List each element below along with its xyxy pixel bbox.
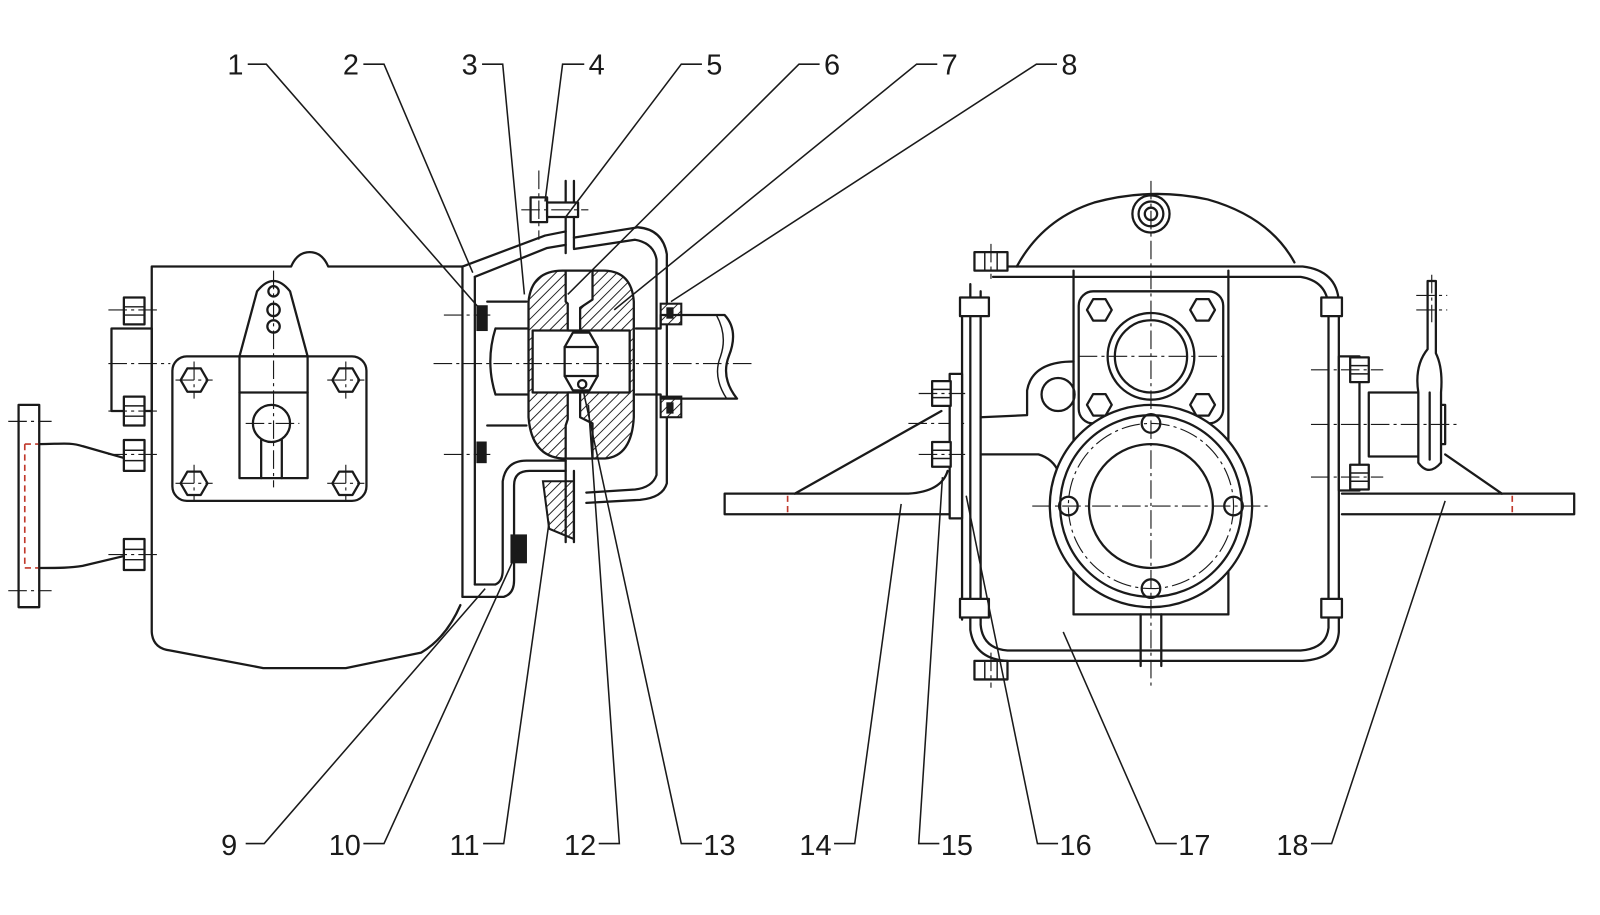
callout-label-15: 15 bbox=[941, 830, 973, 862]
leader-line-11 bbox=[483, 521, 550, 845]
callout-label-5: 5 bbox=[706, 50, 722, 82]
callout-label-7: 7 bbox=[942, 50, 958, 82]
gearbox-housing bbox=[150, 250, 464, 670]
leader-line-9 bbox=[245, 588, 486, 845]
callout-label-14: 14 bbox=[799, 830, 831, 862]
callout-label-16: 16 bbox=[1060, 830, 1092, 862]
leader-line-4 bbox=[544, 63, 585, 202]
callout-label-12: 12 bbox=[564, 830, 596, 862]
hex-bolt-icon bbox=[122, 438, 146, 473]
callout-label-6: 6 bbox=[824, 50, 840, 82]
top-cover bbox=[1015, 192, 1296, 268]
hex-bolt-icon bbox=[122, 296, 146, 326]
leader-line-14 bbox=[834, 503, 902, 845]
end-housing bbox=[958, 243, 1344, 688]
side-boss bbox=[979, 360, 1076, 475]
callout-label-10: 10 bbox=[329, 830, 361, 862]
callout-label-11: 11 bbox=[450, 830, 480, 862]
leader-line-1 bbox=[247, 63, 486, 316]
leader-line-18 bbox=[1310, 500, 1446, 845]
input-flange bbox=[8, 403, 128, 609]
leader-line-17 bbox=[1062, 631, 1177, 845]
gearbox-side-view bbox=[8, 170, 756, 670]
callout-label-4: 4 bbox=[589, 50, 605, 82]
leader-line-2 bbox=[363, 63, 474, 274]
leader-line-6 bbox=[567, 63, 820, 295]
leader-line-3 bbox=[482, 63, 526, 295]
leader-line-12 bbox=[587, 404, 621, 845]
output-flange bbox=[1032, 403, 1272, 609]
leader-line-10 bbox=[363, 549, 519, 845]
elastic-coupling-section bbox=[527, 269, 635, 460]
gearbox-end-view bbox=[723, 180, 1576, 690]
leader-line-16 bbox=[965, 495, 1059, 845]
shift-lever bbox=[238, 270, 309, 488]
upper-bearing-flange bbox=[1077, 290, 1229, 425]
leader-line-5 bbox=[565, 63, 702, 218]
callout-label-18: 18 bbox=[1276, 830, 1308, 862]
bell-housing bbox=[443, 170, 589, 598]
oil-seal bbox=[476, 305, 488, 332]
callouts-bottom: 9 10 11 12 13 14 15 16 17 18 bbox=[221, 390, 1446, 862]
hex-bolt-icon bbox=[521, 170, 589, 240]
side-bolts bbox=[108, 296, 171, 572]
leader-line-7 bbox=[613, 63, 938, 311]
output-shaft bbox=[634, 302, 739, 419]
callout-label-1: 1 bbox=[227, 50, 243, 82]
callout-label-2: 2 bbox=[343, 50, 359, 82]
leader-line-15 bbox=[917, 477, 944, 845]
mounting-bracket-right bbox=[1340, 453, 1576, 516]
callout-label-8: 8 bbox=[1061, 50, 1077, 82]
callout-label-13: 13 bbox=[703, 830, 735, 862]
mounting-bracket-left bbox=[723, 372, 966, 520]
leader-line-8 bbox=[670, 63, 1058, 303]
hub-nut bbox=[563, 331, 599, 392]
coupling-cover bbox=[572, 226, 668, 505]
side-shaft-and-lever bbox=[1310, 274, 1458, 492]
leader-line-13 bbox=[582, 390, 702, 845]
callouts-top: 1 2 3 4 5 6 7 8 bbox=[227, 50, 1077, 316]
callout-label-17: 17 bbox=[1178, 830, 1210, 862]
callout-label-9: 9 bbox=[221, 830, 237, 862]
callout-label-3: 3 bbox=[462, 50, 478, 82]
